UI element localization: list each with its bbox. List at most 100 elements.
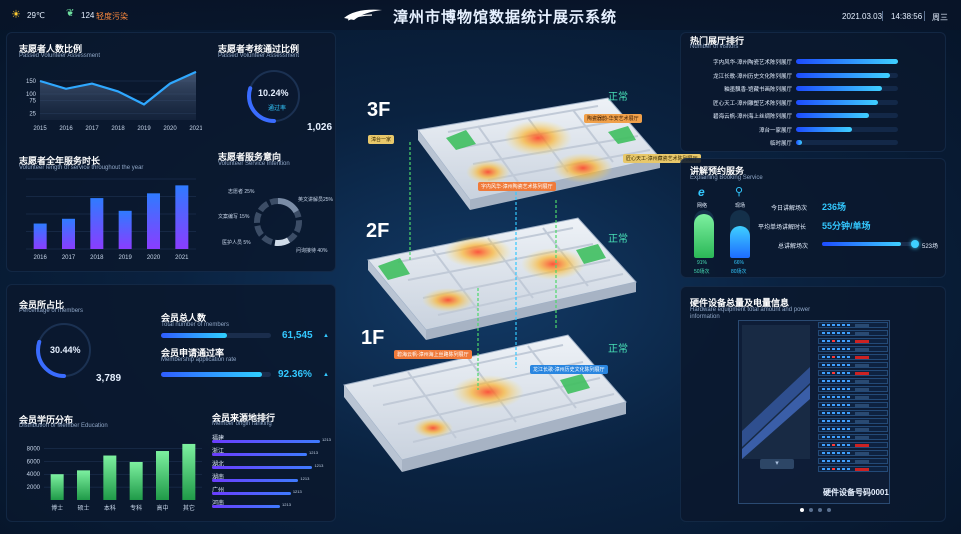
location-pin-icon: ⚲	[735, 186, 744, 198]
rack-unit[interactable]	[818, 466, 888, 472]
online-bar-track	[694, 210, 714, 258]
rack-unit[interactable]	[818, 450, 888, 456]
series-line	[39, 70, 197, 106]
pager-dot[interactable]	[818, 508, 822, 512]
hall-tag[interactable]: 陶瓷器韵-华安艺术展厅	[584, 114, 642, 123]
hall-row[interactable]: 龙江长歌-漳州历史文化陈列展厅	[684, 70, 944, 82]
avg-duration-label: 平均单场讲解时长	[758, 225, 807, 231]
rack-unit[interactable]	[818, 322, 888, 328]
rack-unit[interactable]	[818, 394, 888, 400]
rack-unit[interactable]	[818, 402, 888, 408]
hall-tag[interactable]: 漳台一家	[368, 135, 395, 144]
hall-tag[interactable]: 碧海云帆-漳州海上丝路陈列展厅	[394, 350, 472, 359]
rack-led	[837, 420, 840, 422]
guide-subtitle: Explaining Booking Service	[690, 175, 763, 181]
volunteer-ratio-subtitle: Passed Volunteer Assessment	[19, 53, 101, 59]
rack-unit[interactable]	[818, 442, 888, 448]
origin-bar	[212, 479, 299, 482]
y-tick-label: 25	[29, 112, 36, 118]
hall-row[interactable]: 釉墨飘香-馆藏书画陈列展厅	[684, 83, 944, 95]
bar	[90, 198, 104, 249]
hall-row[interactable]: 临时展厅	[684, 137, 944, 149]
bar	[118, 210, 132, 249]
rack-led	[822, 372, 825, 374]
rack-led	[832, 396, 835, 398]
hall-bar-fill	[796, 59, 898, 64]
rack-led	[847, 324, 850, 326]
device-name: 硬件设备号码0001	[823, 488, 889, 497]
y-tick-label: 6000	[27, 459, 41, 465]
area-fill	[40, 71, 196, 120]
hall-bar-track	[796, 59, 898, 64]
hall-name: 临时展厅	[769, 141, 792, 147]
popular-halls-list: 字内风华-漳州陶瓷艺术陈列展厅龙江长歌-漳州历史文化陈列展厅釉墨飘香-馆藏书画陈…	[684, 56, 944, 150]
rack-led	[837, 380, 840, 382]
member-rate-subtitle: Membership application rate	[161, 357, 237, 363]
hall-bar-track	[796, 99, 898, 105]
rack-led	[827, 452, 830, 454]
hall-row[interactable]: 碧海云帆-漳州海上丝绸陈列展厅	[684, 110, 944, 122]
rack-unit[interactable]	[818, 378, 888, 384]
rack-led	[822, 380, 825, 382]
assessment-title: 志愿者考核通过比例	[218, 44, 300, 54]
rack-led	[827, 412, 830, 414]
pager-dot[interactable]	[800, 508, 804, 512]
floor-3-label[interactable]: 3F	[367, 99, 391, 121]
rack-led	[847, 468, 850, 470]
member-rate-value: 92.36%	[278, 369, 312, 380]
hall-tag[interactable]: 龙江长歌-漳州历史文化陈列展厅	[530, 365, 608, 374]
floor-3-status: 正常	[608, 92, 628, 103]
rack-led	[847, 348, 850, 350]
floor-1-label[interactable]: 1F	[361, 327, 385, 349]
device-dropdown-button[interactable]: ▾	[760, 459, 794, 469]
origin-name: 河南	[212, 501, 225, 507]
hall-row[interactable]: 匠心天工-漳州雕塑艺术陈列展厅	[684, 97, 944, 109]
x-tick-label: 本科	[104, 504, 116, 512]
rack-unit[interactable]	[818, 354, 888, 360]
rack-led	[837, 396, 840, 398]
rack-unit[interactable]	[818, 386, 888, 392]
floor-2-label[interactable]: 2F	[366, 220, 390, 242]
rack-led	[822, 444, 825, 446]
rack-unit[interactable]	[818, 362, 888, 368]
x-tick-label: 博士	[51, 504, 63, 512]
rack-slot	[855, 380, 869, 383]
rack-unit[interactable]	[818, 426, 888, 432]
pager-dot[interactable]	[827, 508, 831, 512]
origin-name: 广州	[212, 488, 225, 494]
x-tick-label: 2020	[163, 126, 177, 132]
hall-row[interactable]: 字内风华-漳州陶瓷艺术陈列展厅	[684, 56, 944, 68]
rack-led	[822, 364, 825, 366]
rack-unit[interactable]	[818, 458, 888, 464]
header-divider	[882, 11, 883, 21]
rack-led	[847, 412, 850, 414]
rack-unit[interactable]	[818, 370, 888, 376]
bar	[77, 470, 90, 500]
rack-led	[837, 428, 840, 430]
rack-unit[interactable]	[818, 338, 888, 344]
origin-value: 1213	[282, 502, 291, 507]
rack-led	[827, 388, 830, 390]
rack-slot	[855, 452, 869, 455]
rack-unit[interactable]	[818, 330, 888, 336]
rack-unit[interactable]	[818, 346, 888, 352]
rack-unit[interactable]	[818, 434, 888, 440]
rack-led	[847, 436, 850, 438]
hall-tag[interactable]: 字内风华-漳州陶瓷艺术陈列展厅	[478, 182, 556, 191]
rack-led	[842, 428, 845, 430]
hall-name: 匠心天工-漳州雕塑艺术陈列展厅	[713, 100, 792, 107]
rack-led	[837, 364, 840, 366]
y-tick-label: 150	[26, 79, 37, 85]
hall-tag[interactable]: 匠心天工-漳州藏瓷艺术陈列展厅	[623, 154, 701, 163]
hall-row[interactable]: 漳台一家展厅	[684, 124, 944, 136]
x-tick-label: 其它	[183, 504, 195, 512]
pager-dot[interactable]	[809, 508, 813, 512]
service-intention-donut	[254, 198, 302, 246]
onsite-bar-track	[730, 210, 750, 258]
member-total-fill	[161, 333, 227, 338]
rack-slot	[855, 412, 869, 415]
rack-unit[interactable]	[818, 418, 888, 424]
rack-unit[interactable]	[818, 410, 888, 416]
rack-led	[822, 460, 825, 462]
device-preview[interactable]	[742, 325, 810, 459]
